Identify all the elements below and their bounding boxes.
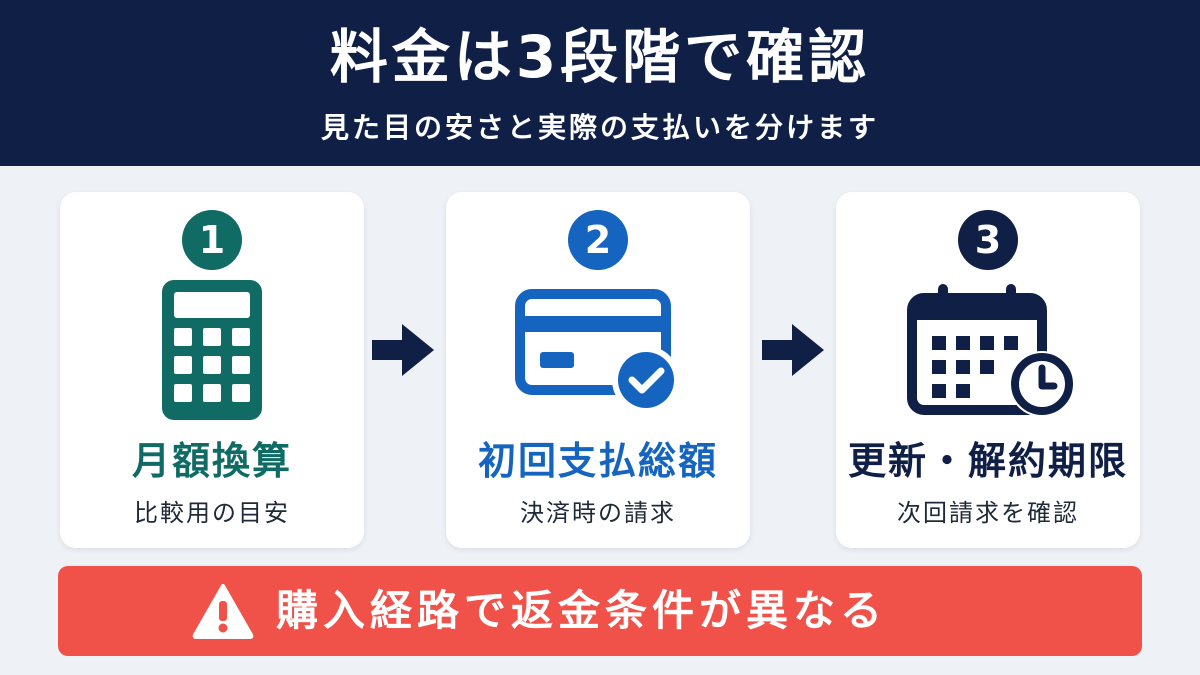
step-subtitle: 決済時の請求	[520, 499, 676, 527]
step-number-badge: 3	[958, 210, 1018, 270]
warning-triangle-icon	[192, 584, 254, 639]
step-subtitle: 次回請求を確認	[897, 499, 1079, 527]
step-title: 月額換算	[131, 439, 292, 483]
arrow-right-icon	[762, 324, 824, 376]
warning-text: 購入経路で返金条件が異なる	[276, 586, 888, 635]
calculator-icon	[162, 280, 262, 420]
step-card-2: 2 初回支払総額 決済時の請求	[446, 192, 750, 548]
step-number-badge: 1	[182, 210, 242, 270]
step-title: 更新・解約期限	[847, 439, 1128, 483]
calendar-clock-icon	[907, 284, 1075, 417]
warning-banner: 購入経路で返金条件が異なる	[58, 566, 1142, 656]
step-card-3: 3 更新・解約期限 次回請求を確認	[836, 192, 1140, 548]
arrow-right-icon	[372, 324, 434, 376]
page-title: 料金は3段階で確認	[329, 23, 871, 91]
step-title: 初回支払総額	[477, 439, 718, 483]
step-number-badge: 2	[568, 210, 628, 270]
credit-card-check-icon	[515, 289, 680, 414]
header-banner: 料金は3段階で確認 見た目の安さと実際の支払いを分けます	[0, 0, 1200, 166]
step-card-1: 1 月額換算 比較用の目安	[60, 192, 364, 548]
page-subtitle: 見た目の安さと実際の支払いを分けます	[320, 111, 879, 144]
step-subtitle: 比較用の目安	[134, 499, 290, 527]
